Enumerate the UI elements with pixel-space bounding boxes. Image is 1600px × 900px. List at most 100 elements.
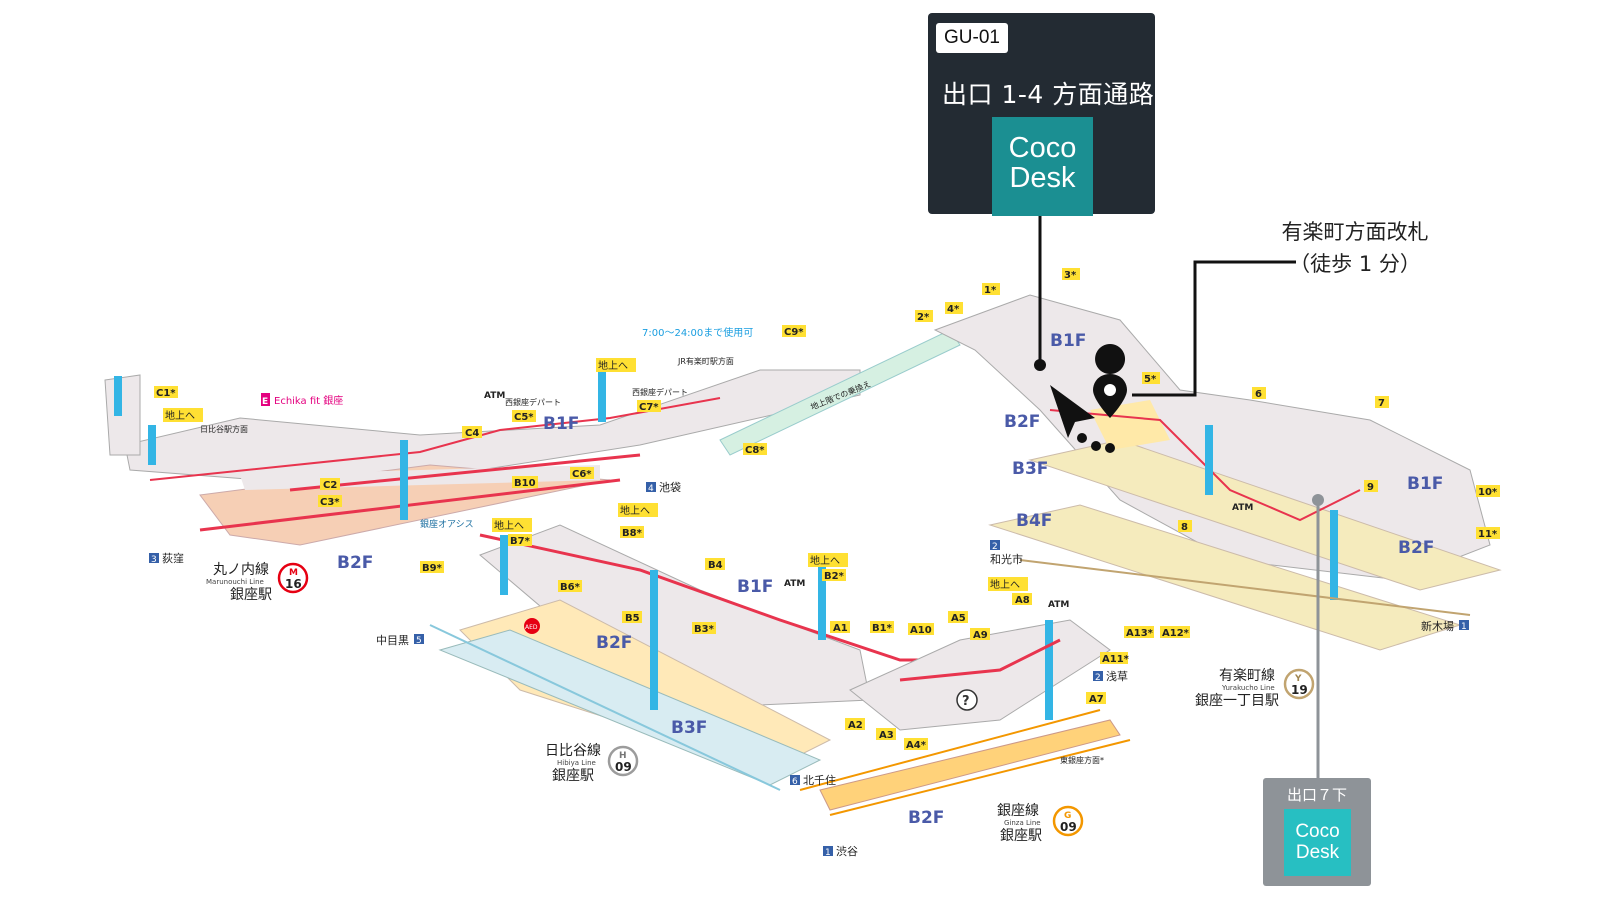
higashiginza-label: 東銀座方面* bbox=[1060, 755, 1104, 765]
dir-shibuya: 渋谷 bbox=[836, 845, 858, 858]
exit-tag-c4: C4 bbox=[462, 426, 482, 439]
exit-tag-a7: A7 bbox=[1086, 692, 1106, 705]
svg-text:2: 2 bbox=[1095, 673, 1101, 683]
svg-text:B10: B10 bbox=[514, 478, 536, 489]
exit-tag-c9: C9* bbox=[782, 325, 806, 338]
svg-text:地上へ: 地上へ bbox=[990, 578, 1020, 591]
dir-asakusa: 浅草 bbox=[1106, 670, 1128, 683]
exit-tag-2: 2* bbox=[915, 310, 933, 323]
svg-text:09: 09 bbox=[615, 760, 632, 774]
svg-text:2*: 2* bbox=[917, 312, 930, 323]
exit7-callout: 出口７下 Coco Desk bbox=[1263, 778, 1371, 886]
exit-tag-a12: A12* bbox=[1160, 626, 1190, 639]
exit-tag-a4: A4* bbox=[904, 738, 928, 751]
exit-tag-b3: B3* bbox=[692, 622, 716, 635]
station-ginza: 銀座線 Ginza Line 銀座駅 G 09 bbox=[997, 803, 1084, 844]
svg-text:4: 4 bbox=[648, 484, 654, 494]
svg-text:B1F: B1F bbox=[1050, 331, 1086, 351]
exit-tag-10: 10* bbox=[1476, 485, 1500, 498]
exit-tag-a9: A9 bbox=[970, 628, 990, 641]
marunouchi-badge-icon bbox=[277, 562, 309, 594]
exit-tag-b8: B8* bbox=[620, 526, 644, 539]
svg-text:B1*: B1* bbox=[872, 623, 893, 634]
exit-tag-c7: C7* bbox=[637, 400, 661, 413]
svg-text:B2F: B2F bbox=[908, 808, 944, 828]
svg-text:A8: A8 bbox=[1015, 595, 1030, 606]
gate-label-line2: （徒歩 1 分） bbox=[1289, 252, 1421, 276]
exit-tag-4: 4* bbox=[945, 302, 963, 315]
hibiya-area bbox=[429, 524, 1000, 791]
info-icon bbox=[956, 689, 978, 711]
svg-text:11*: 11* bbox=[1478, 529, 1498, 540]
svg-text:有楽町線: 有楽町線 bbox=[1219, 668, 1275, 684]
location-callout: GU-01 出口 1-4 方面通路 Coco Desk bbox=[928, 13, 1155, 216]
route-dot-1 bbox=[1077, 433, 1087, 443]
svg-text:B8*: B8* bbox=[622, 528, 643, 539]
station-yurakucho: 有楽町線 Yurakucho Line 銀座一丁目駅 Y 19 bbox=[1195, 668, 1315, 709]
atm-label-2: ATM bbox=[784, 579, 805, 589]
svg-text:3*: 3* bbox=[1064, 270, 1077, 281]
svg-text:B2F: B2F bbox=[337, 553, 373, 573]
svg-text:A4*: A4* bbox=[906, 740, 927, 751]
location-dot-icon bbox=[1034, 359, 1046, 371]
exit-tag-6: 6 bbox=[1252, 387, 1266, 400]
svg-text:AED: AED bbox=[525, 624, 538, 631]
svg-text:Yurakucho Line: Yurakucho Line bbox=[1221, 684, 1275, 692]
exit7-logo-line1: Coco bbox=[1295, 821, 1340, 842]
svg-text:C7*: C7* bbox=[639, 402, 659, 413]
svg-text:A12*: A12* bbox=[1162, 628, 1190, 639]
exit-tag-b4: B4 bbox=[705, 558, 725, 571]
svg-text:地上へ: 地上へ bbox=[620, 504, 650, 517]
dir-ikebukuro: 池袋 bbox=[659, 480, 681, 494]
svg-text:C6*: C6* bbox=[572, 469, 592, 480]
station-hibiya: 日比谷線 Hibiya Line 銀座駅 H 09 bbox=[545, 743, 639, 784]
svg-text:地上へ: 地上へ bbox=[810, 554, 840, 567]
svg-text:A5: A5 bbox=[951, 613, 966, 624]
exit-tag-11: 11* bbox=[1476, 527, 1500, 540]
svg-text:A9: A9 bbox=[973, 630, 988, 641]
direction-labels: 3 荻窪 4 池袋 中目黒 5 6 北千住 1 渋谷 2 浅草 2 和光市 新木… bbox=[149, 480, 1469, 858]
atm-label-3: ATM bbox=[1048, 600, 1069, 610]
svg-text:A1: A1 bbox=[833, 623, 848, 634]
svg-text:B4: B4 bbox=[708, 560, 723, 571]
svg-text:B4F: B4F bbox=[1016, 511, 1052, 531]
exit7-cocodesk-logo: Coco Desk bbox=[1284, 809, 1351, 876]
exit-tag-a2: A2 bbox=[845, 718, 865, 731]
route-dot-3 bbox=[1105, 443, 1115, 453]
svg-text:8: 8 bbox=[1181, 522, 1188, 533]
svg-text:H: H bbox=[619, 751, 627, 761]
exit-tag-b7: B7* bbox=[508, 534, 532, 547]
svg-text:丸ノ内線: 丸ノ内線 bbox=[213, 562, 269, 578]
svg-text:Ginza Line: Ginza Line bbox=[1004, 819, 1041, 827]
exit-tag-8: 8 bbox=[1178, 520, 1192, 533]
exit-tag-7: 7 bbox=[1375, 396, 1389, 409]
exit7-logo-line2: Desk bbox=[1295, 842, 1340, 863]
svg-text:B6*: B6* bbox=[560, 582, 581, 593]
exit-tag-c6: C6* bbox=[570, 467, 594, 480]
navigation-arrow-icon bbox=[1050, 385, 1095, 438]
svg-text:B3*: B3* bbox=[694, 624, 715, 635]
exit-tag-b6: B6* bbox=[558, 580, 582, 593]
exit-tag-c2: C2 bbox=[320, 478, 340, 491]
exit-tag-9: 9 bbox=[1364, 480, 1378, 493]
jr-yurakucho-label: JR有楽町駅方面 bbox=[677, 356, 734, 366]
hibiya-badge-icon bbox=[607, 745, 639, 777]
dir-ogikubo: 荻窪 bbox=[162, 551, 184, 565]
svg-text:6: 6 bbox=[792, 777, 798, 787]
cocodesk-logo-line1: Coco bbox=[1008, 132, 1077, 164]
hibiya-dir-label: 日比谷駅方面 bbox=[200, 424, 248, 434]
aed-icon bbox=[524, 618, 540, 634]
hours-label: 7:00～24:00まで使用可 bbox=[642, 326, 753, 339]
svg-text:A7: A7 bbox=[1089, 694, 1104, 705]
svg-text:B2F: B2F bbox=[596, 633, 632, 653]
svg-text:3: 3 bbox=[151, 555, 157, 565]
exit-tag-b10: B10 bbox=[512, 476, 538, 489]
svg-text:5*: 5* bbox=[1144, 374, 1157, 385]
exit-tag-c5: C5* bbox=[512, 410, 536, 423]
to-ground-tags: 地上へ 地上へ 地上へ 地上へ 地上へ 地上へ bbox=[163, 358, 1028, 591]
dir-wakoshi: 和光市 bbox=[990, 552, 1023, 566]
svg-text:B1F: B1F bbox=[737, 577, 773, 597]
atm-label-1: ATM bbox=[484, 391, 505, 401]
echika-label: Echika fit 銀座 bbox=[274, 394, 343, 407]
svg-text:10*: 10* bbox=[1478, 487, 1498, 498]
